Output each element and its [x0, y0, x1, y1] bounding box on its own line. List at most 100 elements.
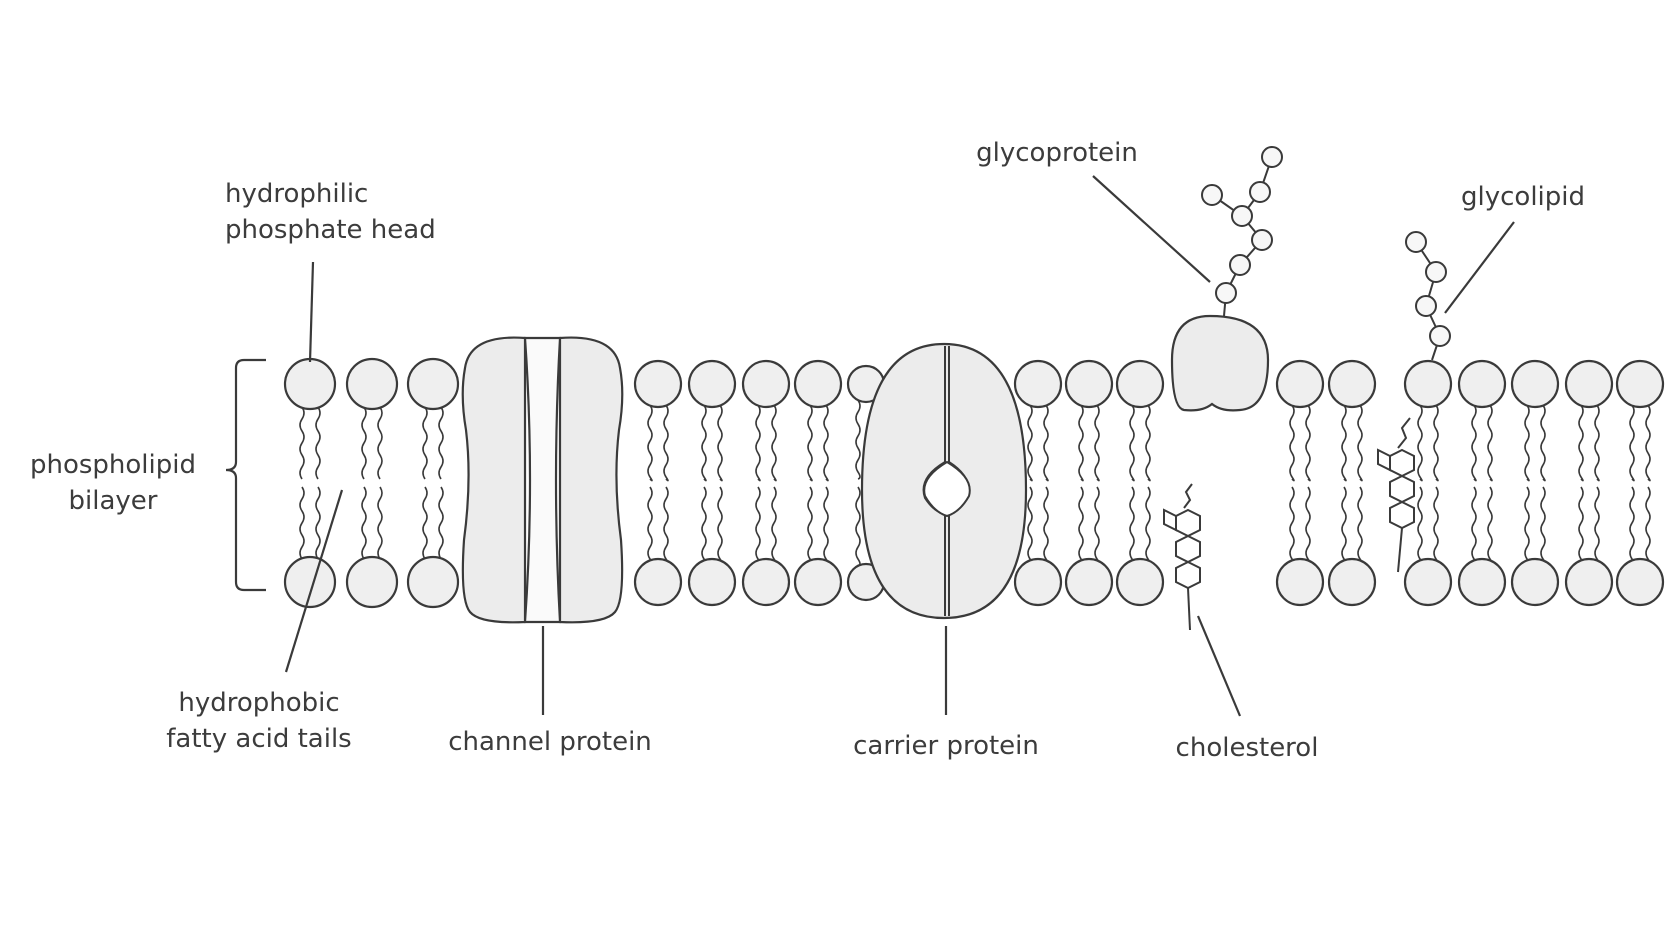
fatty-acid-tail: [1305, 486, 1311, 564]
label-cholesterol: cholesterol: [1176, 733, 1319, 763]
fatty-acid-tail: [1487, 486, 1493, 564]
phospholipid: [741, 359, 791, 607]
fatty-acid-tail: [1043, 486, 1049, 564]
phosphate-head: [1457, 557, 1507, 607]
leader-hydrophobic-tails: [284, 489, 344, 673]
phospholipid: [1403, 359, 1453, 607]
cholesterol-molecule-1: [1163, 483, 1201, 631]
fatty-acid-tail: [1594, 404, 1600, 482]
leader-glycoprotein: [1092, 175, 1211, 283]
phospholipid: [793, 359, 843, 607]
phospholipid: [633, 359, 683, 607]
fatty-acid-tail: [377, 406, 383, 480]
phosphate-head: [1115, 359, 1165, 409]
fatty-acid-tail: [1289, 486, 1295, 564]
phospholipid: [1275, 359, 1325, 607]
label-bilayer-2: bilayer: [69, 486, 158, 516]
bilayer-bracket: [225, 358, 266, 592]
fatty-acid-tail: [807, 404, 813, 482]
fatty-acid-tail: [1145, 486, 1151, 564]
fatty-acid-tail: [1540, 486, 1546, 564]
phosphate-head: [793, 557, 843, 607]
fatty-acid-tail: [377, 486, 383, 560]
phospholipid: [1115, 359, 1165, 607]
carrier-protein: [860, 342, 1028, 620]
phospholipid: [283, 357, 337, 609]
fatty-acid-tail: [1417, 486, 1423, 564]
cholesterol-molecule-2: [1377, 417, 1415, 573]
phosphate-head: [1510, 557, 1560, 607]
fatty-acid-tail: [717, 486, 723, 564]
phospholipid: [1510, 359, 1560, 607]
fatty-acid-tail: [663, 486, 669, 564]
fatty-acid-tail: [1629, 486, 1635, 564]
fatty-acid-tail: [855, 486, 861, 567]
fatty-acid-tail: [422, 406, 428, 480]
phospholipid: [1327, 359, 1377, 607]
fatty-acid-tail: [1094, 404, 1100, 482]
phosphate-head: [1064, 557, 1114, 607]
fatty-acid-tail: [1433, 486, 1439, 564]
phospholipid: [687, 359, 737, 607]
fatty-acid-tail: [1145, 404, 1151, 482]
phosphate-head: [687, 557, 737, 607]
fatty-acid-tail: [1471, 486, 1477, 564]
fatty-acid-tail: [315, 406, 321, 480]
phosphate-head: [633, 359, 683, 409]
fatty-acid-tail: [1027, 486, 1033, 564]
fatty-acid-tail: [438, 406, 444, 480]
phosphate-head: [1510, 359, 1560, 409]
fatty-acid-tail: [1305, 404, 1311, 482]
fatty-acid-tail: [771, 486, 777, 564]
phospholipid: [1457, 359, 1507, 607]
glycolipid: [1405, 231, 1451, 361]
fatty-acid-tail: [755, 404, 761, 482]
fatty-acid-tail: [299, 486, 305, 560]
label-bilayer-1: phospholipid: [30, 450, 196, 480]
fatty-acid-tail: [771, 404, 777, 482]
label-hydrophilic-head-1: hydrophilic: [225, 179, 368, 209]
phospholipid: [1564, 359, 1614, 607]
fatty-acid-tail: [1594, 486, 1600, 564]
fatty-acid-tail: [315, 486, 321, 560]
label-hydrophilic-head-2: phosphate head: [225, 215, 436, 245]
phosphate-head: [1275, 557, 1325, 607]
phosphate-head: [1457, 359, 1507, 409]
phosphate-head: [793, 359, 843, 409]
fatty-acid-tail: [299, 406, 305, 480]
fatty-acid-tail: [1524, 404, 1530, 482]
fatty-acid-tail: [1357, 486, 1363, 564]
fatty-acid-tail: [1129, 486, 1135, 564]
leader-glycolipid: [1444, 221, 1515, 314]
fatty-acid-tail: [422, 486, 428, 560]
fatty-acid-tail: [755, 486, 761, 564]
phosphate-head: [1615, 557, 1665, 607]
phosphate-head: [345, 357, 399, 411]
fatty-acid-tail: [701, 404, 707, 482]
label-hydrophobic-tails-2: fatty acid tails: [166, 724, 351, 754]
fatty-acid-tail: [438, 486, 444, 560]
fatty-acid-tail: [1578, 486, 1584, 564]
phosphate-head: [283, 555, 337, 609]
fatty-acid-tail: [1357, 404, 1363, 482]
leader-cholesterol: [1196, 615, 1242, 717]
fatty-acid-tail: [1524, 486, 1530, 564]
phosphate-head: [1564, 557, 1614, 607]
fatty-acid-tail: [1289, 404, 1295, 482]
phospholipid-layer: [283, 357, 1665, 609]
phosphate-head: [1064, 359, 1114, 409]
leader-hydrophilic-head: [308, 261, 315, 363]
phosphate-head: [1115, 557, 1165, 607]
fatty-acid-tail: [1417, 404, 1423, 482]
phosphate-head: [1403, 557, 1453, 607]
fatty-acid-tail: [855, 399, 861, 480]
phosphate-head: [687, 359, 737, 409]
phospholipid: [1615, 359, 1665, 607]
phosphate-head: [406, 555, 460, 609]
phosphate-head: [1403, 359, 1453, 409]
fatty-acid-tail: [717, 404, 723, 482]
fatty-acid-tail: [1629, 404, 1635, 482]
fatty-acid-tail: [1433, 404, 1439, 482]
phosphate-head: [741, 359, 791, 409]
